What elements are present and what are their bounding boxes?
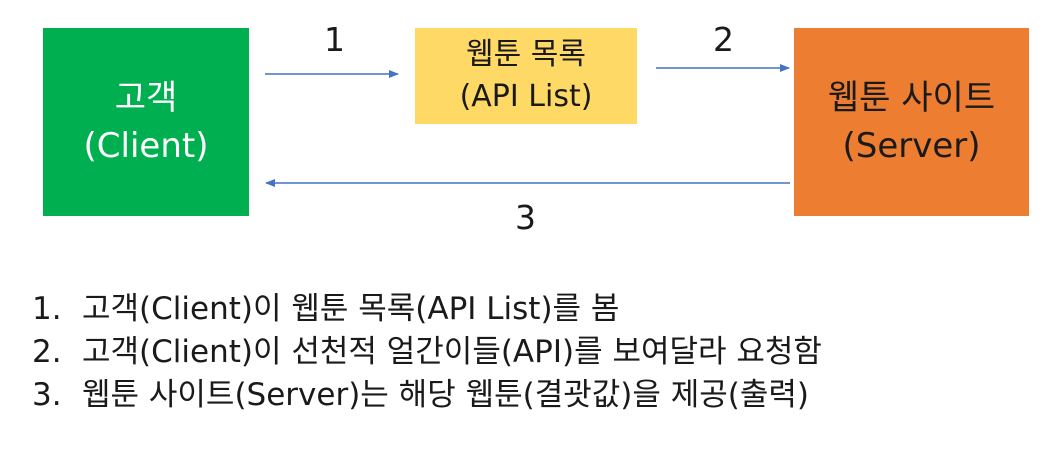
- api-list-node: 웹툰 목록 (API List): [415, 28, 637, 124]
- step-text: 고객(Client)이 웹툰 목록(API List)를 봄: [82, 291, 620, 327]
- server-subtitle: (Server): [842, 126, 981, 166]
- server-title: 웹툰 사이트: [827, 78, 996, 118]
- flow-step-1-label: 1: [324, 20, 345, 59]
- api-list-title: 웹툰 목록: [466, 37, 586, 72]
- flow-step-2-label: 2: [713, 20, 734, 59]
- client-subtitle: (Client): [83, 126, 209, 166]
- step-text: 웹툰 사이트(Server)는 해당 웹툰(결괏값)을 제공(출력): [82, 377, 809, 413]
- step-number: 3.: [32, 377, 62, 413]
- client-node: 고객 (Client): [43, 28, 249, 216]
- step-item: 1. 고객(Client)이 웹툰 목록(API List)를 봄: [32, 288, 822, 331]
- step-list: 1. 고객(Client)이 웹툰 목록(API List)를 봄 2. 고객(Cl…: [32, 288, 822, 417]
- server-node: 웹툰 사이트 (Server): [794, 28, 1029, 216]
- flow-step-3-label: 3: [515, 198, 536, 237]
- step-number: 1.: [32, 291, 62, 327]
- step-item: 2. 고객(Client)이 선천적 얼간이들(API)를 보여달라 요청함: [32, 331, 822, 374]
- step-item: 3. 웹툰 사이트(Server)는 해당 웹툰(결괏값)을 제공(출력): [32, 374, 822, 417]
- step-number: 2.: [32, 334, 62, 370]
- client-title: 고객: [114, 78, 178, 118]
- api-list-subtitle: (API List): [459, 79, 593, 114]
- step-text: 고객(Client)이 선천적 얼간이들(API)를 보여달라 요청함: [82, 334, 822, 370]
